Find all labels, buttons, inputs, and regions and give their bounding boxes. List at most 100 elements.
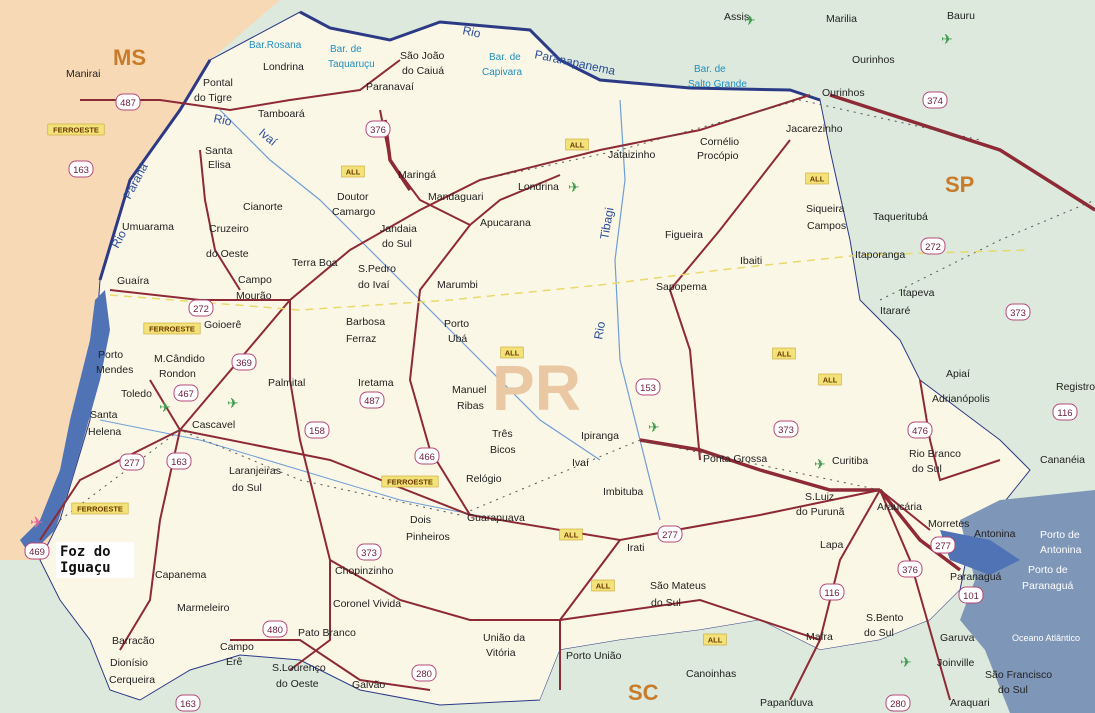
city-label: Mendes [96,364,133,376]
city-label: Campo [238,274,272,286]
city-label: Helena [88,426,121,438]
city-label: Maringá [398,169,436,181]
city-label: Tamboará [258,108,305,120]
paranagua-bay [940,530,1020,575]
route-shield: 469 [24,542,50,560]
rail-badge-label: FERROESTE [149,325,195,334]
city-label: Marumbi [437,279,478,291]
city-label: Apucarana [480,217,531,229]
city-label: São João [400,50,445,62]
city-label: do Caiuá [402,65,444,77]
city-label: Lapa [820,539,844,551]
route-shield: 373 [1005,303,1031,321]
city-label: Papanduva [760,697,813,709]
city-label: Mourão [236,290,272,302]
route-number: 116 [1057,408,1072,419]
city-label: Rondon [159,368,196,380]
city-label: Araquari [950,697,990,709]
rail-badge-label: ALL [570,141,585,150]
parana-river [98,59,212,281]
route-number: 280 [416,669,432,680]
city-label: São Mateus [650,580,706,592]
city-label: Erê [226,656,243,668]
city-label: Jacarezinho [786,123,843,135]
dam-label: Bar. de [330,44,362,55]
city-label: Toledo [121,388,152,400]
city-label: Vitória [486,647,516,659]
route-shield: 158 [304,421,330,439]
city-label: S.Lourenço [272,662,326,674]
route-shield-bg [414,447,440,465]
route-number: 466 [419,452,435,463]
rail-badge-label: FERROESTE [77,505,123,514]
port-label: Antonina [1040,544,1082,556]
city-label: União da [483,632,525,644]
rail-badge-bg [805,172,829,185]
rail-badge: ALL [805,172,829,185]
route-number: 272 [925,242,941,253]
route-number: 487 [364,396,380,407]
route-shield: 101 [958,586,984,604]
route-number: 116 [824,588,839,599]
city-label: Porto [98,349,123,361]
route-shield-bg [173,384,199,402]
city-label: Joinville [937,657,975,669]
route-number: 469 [29,547,45,558]
itaipu-lake [20,290,110,555]
dam-label: Taquaruçu [328,59,375,70]
route-number: 280 [890,699,906,710]
route-number: 376 [370,125,386,136]
city-label: Doutor [337,191,369,203]
city-label: Camargo [332,206,375,218]
city-label: Cananéia [1040,454,1085,466]
route-shield-bg [356,543,382,561]
city-label: Jandaia [380,223,417,235]
route-number: 376 [902,565,918,576]
port-label: Porto de [1040,529,1080,541]
route-shield-bg [411,664,437,682]
city-label: do Sul [864,627,894,639]
city-label: do Sul [998,684,1028,696]
rail-badge-bg [381,475,439,488]
city-label: do Sul [382,238,412,250]
iguacu-river [99,419,501,521]
route-shield-bg [907,421,933,439]
state-label-ms: MS [113,45,146,70]
dam-label: Bar. de [489,52,521,63]
foz-line-1: Foz do [60,544,111,560]
city-label: Garuva [940,632,975,644]
city-label: do Oeste [206,248,249,260]
city-label: Marilia [826,13,857,25]
route-shield-bg [897,560,923,578]
rail-badge: FERROESTE [143,322,201,335]
route-shield: 480 [262,620,288,638]
route-shield-bg [657,525,683,543]
rail-badge: ALL [565,138,589,151]
rail-badge-label: ALL [810,175,825,184]
city-label: Adrianópolis [932,393,990,405]
city-label: Relógio [466,473,502,485]
foz-do-iguacu-label: Foz do Iguaçu [56,542,134,578]
city-label: Guaíra [117,275,149,287]
city-label: Curitiba [832,455,868,467]
tibagi-river [614,99,661,521]
rail-badge-bg [559,528,583,541]
airport-icon: ✈ [900,655,912,671]
route-shield: 373 [356,543,382,561]
route-shield-bg [115,93,141,111]
route-number: 153 [640,383,656,394]
city-label: Umuarama [122,221,174,233]
airport-icon: ✈ [814,457,826,473]
route-shield: 376 [897,560,923,578]
rail-badge-bg [500,346,524,359]
route-shield-bg [885,694,911,712]
route-shield: 163 [166,452,192,470]
rail-badge-bg [71,502,129,515]
route-shield-bg [175,694,201,712]
city-label: Capanema [155,569,207,581]
